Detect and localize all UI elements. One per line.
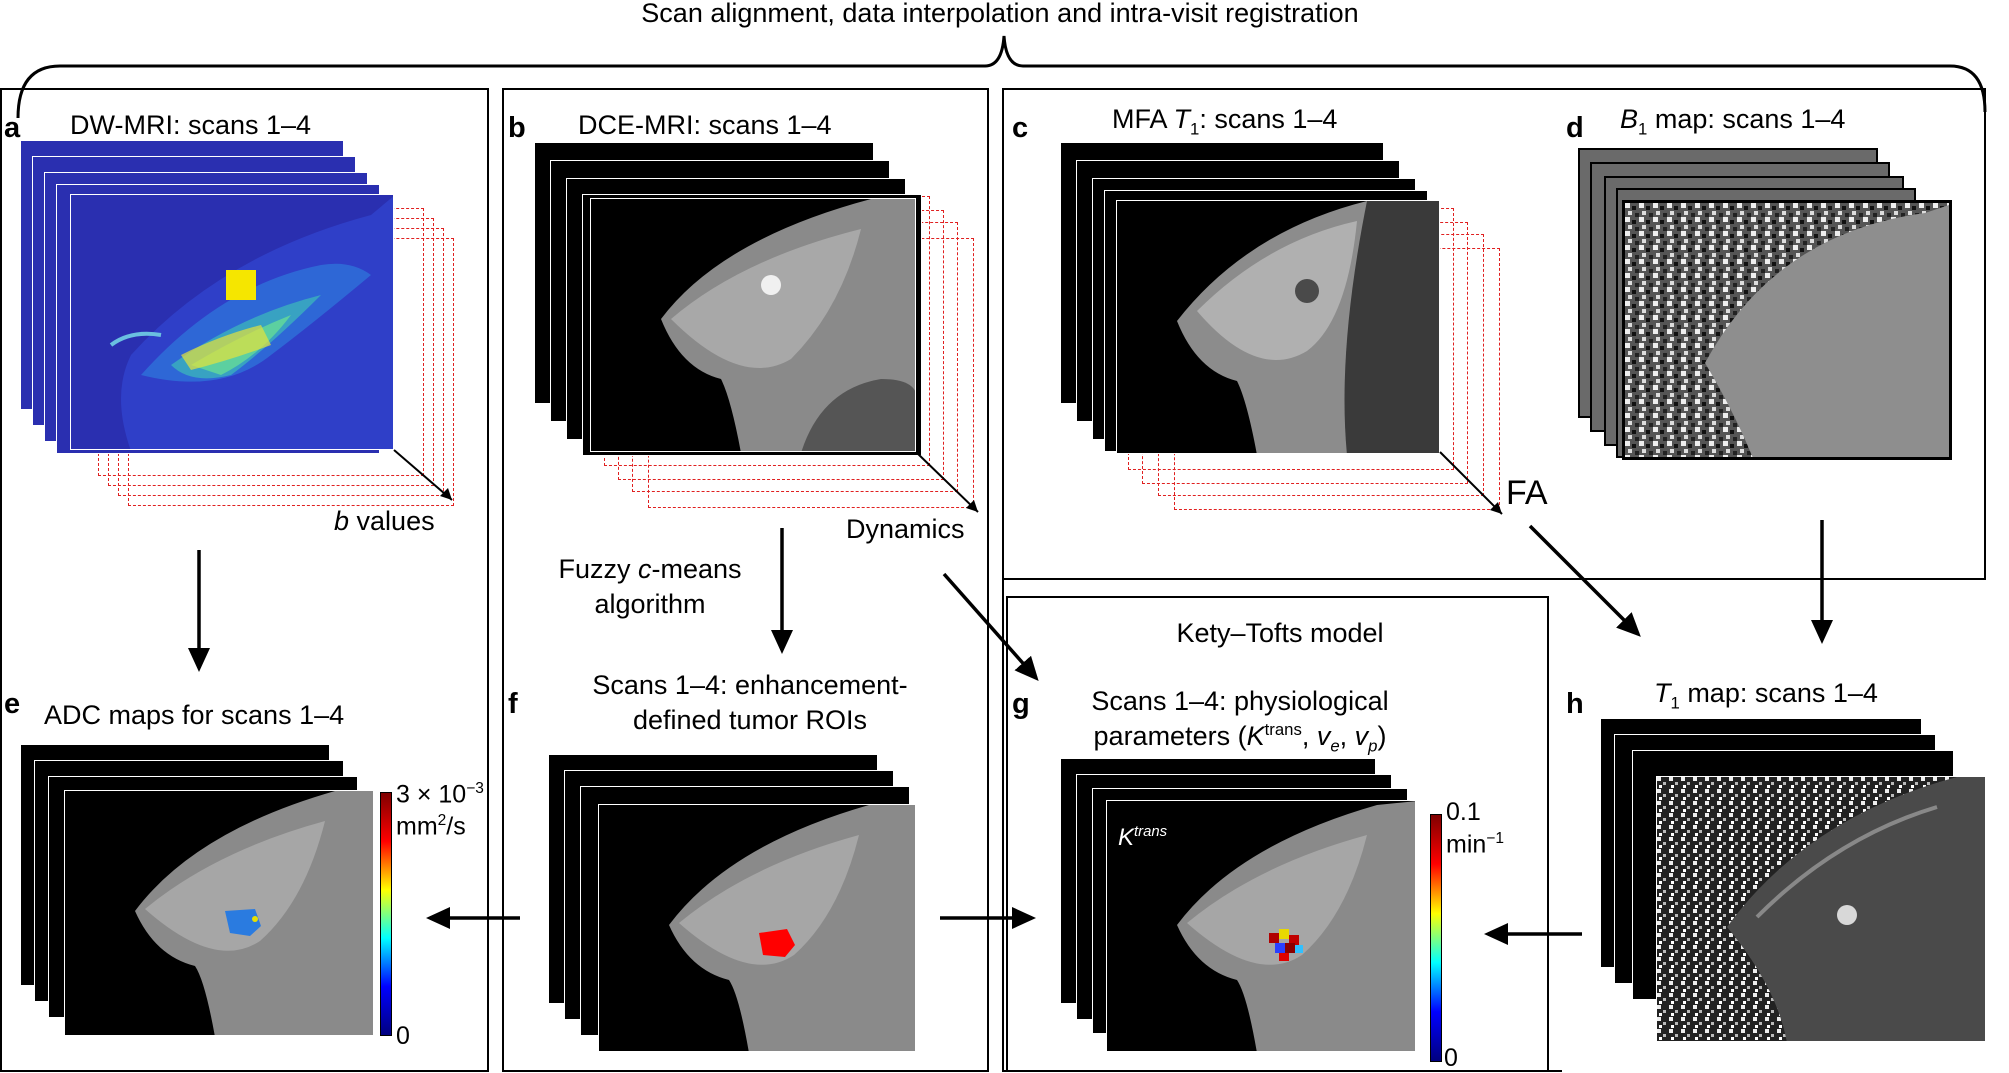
t1-map-image <box>1656 776 1986 1042</box>
panel-box-outer-g <box>1002 580 1562 1072</box>
panel-a-title: DW-MRI: scans 1–4 <box>70 110 312 140</box>
mfa-t1-image <box>1116 200 1440 454</box>
ktrans-colorbar-max: 0.1 <box>1446 798 1481 826</box>
diagram-title: Scan alignment, data interpolation and i… <box>641 0 1359 28</box>
panel-b-title: DCE-MRI: scans 1–4 <box>578 110 832 140</box>
panel-letter-c: c <box>1012 112 1029 144</box>
panel-letter-d: d <box>1566 112 1584 144</box>
ktrans-colorbar-min: 0 <box>1444 1044 1458 1072</box>
panel-box-b-f <box>502 88 989 1072</box>
adc-colorbar-unit: mm2/s <box>396 812 466 841</box>
panel-h-title: T1 map: scans 1–4 <box>1654 678 1878 713</box>
fuzzy-cmeans-label: Fuzzy c-means algorithm <box>558 554 742 620</box>
adc-colorbar-min: 0 <box>396 1022 410 1050</box>
panel-g-title: Scans 1–4: physiological parameters (Ktr… <box>1091 686 1389 756</box>
adc-colorbar <box>380 792 392 1036</box>
panel-letter-a: a <box>4 112 21 144</box>
panel-letter-f: f <box>508 688 518 720</box>
ktrans-colorbar <box>1430 814 1442 1062</box>
panel-a-axis-label: b values <box>334 506 435 536</box>
roi-image <box>598 804 916 1052</box>
panel-letter-g: g <box>1012 688 1030 720</box>
dce-mri-image <box>590 198 916 452</box>
panel-box-c-d <box>1002 88 1986 580</box>
b1-map-image <box>1622 200 1952 460</box>
dw-mri-image <box>70 194 394 450</box>
panel-g-model-title: Kety–Tofts model <box>1176 618 1384 648</box>
panel-c-title: MFA T1: scans 1–4 <box>1112 104 1338 139</box>
panel-b-axis-label: Dynamics <box>846 514 965 544</box>
panel-c-axis-label: FA <box>1506 474 1548 512</box>
ktrans-map-label: Ktrans <box>1118 824 1168 851</box>
ktrans-map-image <box>1106 800 1416 1052</box>
adc-colorbar-max: 3 × 10−3 <box>396 780 484 809</box>
panel-letter-e: e <box>4 688 21 720</box>
panel-f-title: Scans 1–4: enhancement-defined tumor ROI… <box>592 670 908 736</box>
panel-letter-h: h <box>1566 688 1584 720</box>
panel-letter-b: b <box>508 112 526 144</box>
adc-map-image <box>64 790 374 1036</box>
panel-box-a-e <box>0 88 489 1072</box>
panel-e-title: ADC maps for scans 1–4 <box>44 700 345 730</box>
ktrans-colorbar-unit: min−1 <box>1446 830 1504 859</box>
panel-d-title: B1 map: scans 1–4 <box>1620 104 1846 139</box>
